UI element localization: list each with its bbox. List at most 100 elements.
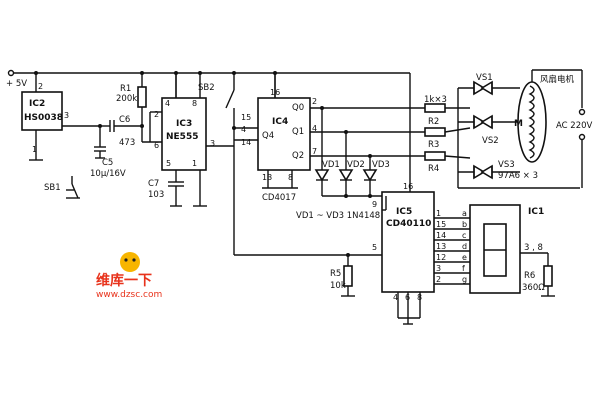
ic5-seg-pin-2: 14 (436, 231, 446, 240)
triacs-vs1-vs3: VS1 VS2 VS3 97A6 × 3 (457, 73, 580, 189)
c6-capacitor: C6 473 (100, 115, 142, 148)
ic4-pin15: 15 (241, 113, 251, 122)
c5-name: C5 (102, 158, 113, 168)
ic1-seven-segment-display: IC1 3 , 8 R6 360Ω (469, 204, 555, 297)
watermark-url: www.dzsc.com (96, 290, 162, 300)
c7-name: C7 (148, 179, 159, 189)
r4-name: R4 (428, 164, 439, 174)
ic5-seg-pin-4: 12 (436, 253, 446, 262)
ic4-q0: Q0 (292, 103, 304, 113)
ic5-pin4: 4 (393, 293, 398, 302)
r5-name: R5 (330, 269, 341, 279)
r2-value: 1k×3 (424, 95, 447, 105)
gate-resistors: 1k×3 R2 R3 R4 (424, 95, 471, 174)
ic3-ne555: IC3 NE555 4 8 2 6 3 5 1 (149, 71, 234, 207)
vd3-label: VD3 (372, 160, 390, 170)
r6-name: R6 (524, 271, 535, 281)
logo-mascot-icon (120, 252, 140, 272)
vs1-label: VS1 (476, 73, 493, 83)
vs3-label: VS3 (498, 160, 515, 170)
r3-name: R3 (428, 140, 439, 150)
ic4-name: IC4 (272, 117, 288, 127)
ic3-part: NE555 (166, 132, 198, 142)
ic4-part: CD4017 (262, 193, 296, 203)
vd-note: VD1 ~ VD3 1N4148 (296, 211, 380, 221)
ic4-pin7: 7 (312, 147, 317, 156)
sb1-switch: SB1 (44, 176, 80, 199)
ic3-name: IC3 (176, 119, 192, 129)
motor-letter: M (514, 119, 523, 129)
r1-value: 200k (116, 94, 137, 104)
c7-value: 103 (148, 190, 164, 200)
c7-capacitor: C7 103 (148, 179, 184, 207)
c6-name: C6 (119, 115, 130, 125)
ic5-seg-name-6: g (462, 275, 467, 284)
ic5-pin9: 9 (372, 200, 377, 209)
vs-value: 97A6 × 3 (498, 171, 538, 181)
fan-motor: M 风扇电机 AC 220V (514, 69, 593, 188)
r1-name: R1 (120, 84, 131, 94)
ic4-pin8: 8 (288, 173, 293, 182)
ic4-pin13: 13 (262, 173, 272, 182)
ic4-pin14: 14 (241, 138, 251, 147)
ic5-seg-pin-1: 15 (436, 220, 446, 229)
ic5-seg-pin-6: 2 (436, 275, 441, 284)
ic5-seg-pin-5: 3 (436, 264, 441, 273)
ic2-pin2: 2 (38, 82, 43, 91)
ic2-pin1: 1 (32, 145, 37, 154)
ic5-name: IC5 (396, 207, 412, 217)
r1-resistor: R1 200k (116, 84, 162, 143)
ic5-input-network: R5 10k (234, 253, 382, 297)
ac-label: AC 220V (556, 121, 593, 131)
motor-label: 风扇电机 (540, 74, 575, 85)
diodes-vd1-vd3: VD1 VD2 VD3 VD1 ~ VD3 1N4148 (296, 106, 390, 221)
ic3-pin1: 1 (192, 159, 197, 168)
ic5-seg-name-2: c (462, 231, 466, 240)
ic4-q2: Q2 (292, 151, 304, 161)
sb1-label: SB1 (44, 183, 61, 193)
ic4-cd4017: IC4 Q4 Q0 Q1 Q2 16 15 4 14 2 4 7 13 8 CD… (234, 73, 425, 203)
ic4-q1: Q1 (292, 127, 304, 137)
ic2-pin3: 3 (64, 111, 69, 120)
ic1-pin-label: 3 , 8 (524, 243, 543, 253)
ic4-q4: Q4 (262, 131, 274, 141)
ic5-pin5: 5 (372, 243, 377, 252)
supply-label: + 5V (6, 79, 27, 89)
ic5-segment-lines (434, 217, 470, 285)
ic3-pin5: 5 (166, 159, 171, 168)
c5-value: 10μ/16V (90, 169, 126, 179)
ic2-hs0038: IC2 HS0038 2 3 1 (21, 82, 102, 161)
ic5-seg-name-0: a (462, 209, 467, 218)
c5-capacitor: C5 10μ/16V (90, 126, 126, 179)
ic3-pin6: 6 (154, 141, 159, 150)
ic2-part: HS0038 (24, 113, 63, 123)
ic5-part: CD40110 (386, 219, 431, 229)
ic5-seg-name-1: b (462, 220, 467, 229)
ic4-pin4: 4 (312, 124, 317, 133)
ic5-pin16: 16 (403, 182, 413, 191)
vs2-label: VS2 (482, 136, 499, 146)
ic3-pin3: 3 (210, 139, 215, 148)
vd1-label: VD1 (322, 160, 340, 170)
ic2-name: IC2 (29, 99, 45, 109)
ic5-seg-name-5: f (462, 264, 465, 273)
sb2-switch: SB2 (198, 83, 258, 255)
r5-value: 10k (330, 281, 346, 291)
ic1-name: IC1 (528, 207, 544, 217)
ic4-pin10: 4 (241, 125, 246, 134)
watermark-text: 维库一下 (96, 272, 152, 289)
ic5-cd40110: IC5 CD40110 16 9 5 4 6 8 1 15 14 13 12 3 (372, 182, 470, 325)
ic3-pin4: 4 (165, 99, 170, 108)
sb2-label: SB2 (198, 83, 215, 93)
ic5-seg-name-3: d (462, 242, 467, 251)
ic5-seg-name-4: e (462, 253, 467, 262)
ic5-seg-pin-0: 1 (436, 209, 441, 218)
vd2-label: VD2 (347, 160, 365, 170)
ic3-pin8: 8 (192, 99, 197, 108)
watermark-logo: 维库一下 www.dzsc.com (96, 252, 162, 300)
ic4-pin2: 2 (312, 97, 317, 106)
ic3-pin2: 2 (154, 110, 159, 119)
r2-name: R2 (428, 117, 439, 127)
ic5-seg-pin-3: 13 (436, 242, 446, 251)
